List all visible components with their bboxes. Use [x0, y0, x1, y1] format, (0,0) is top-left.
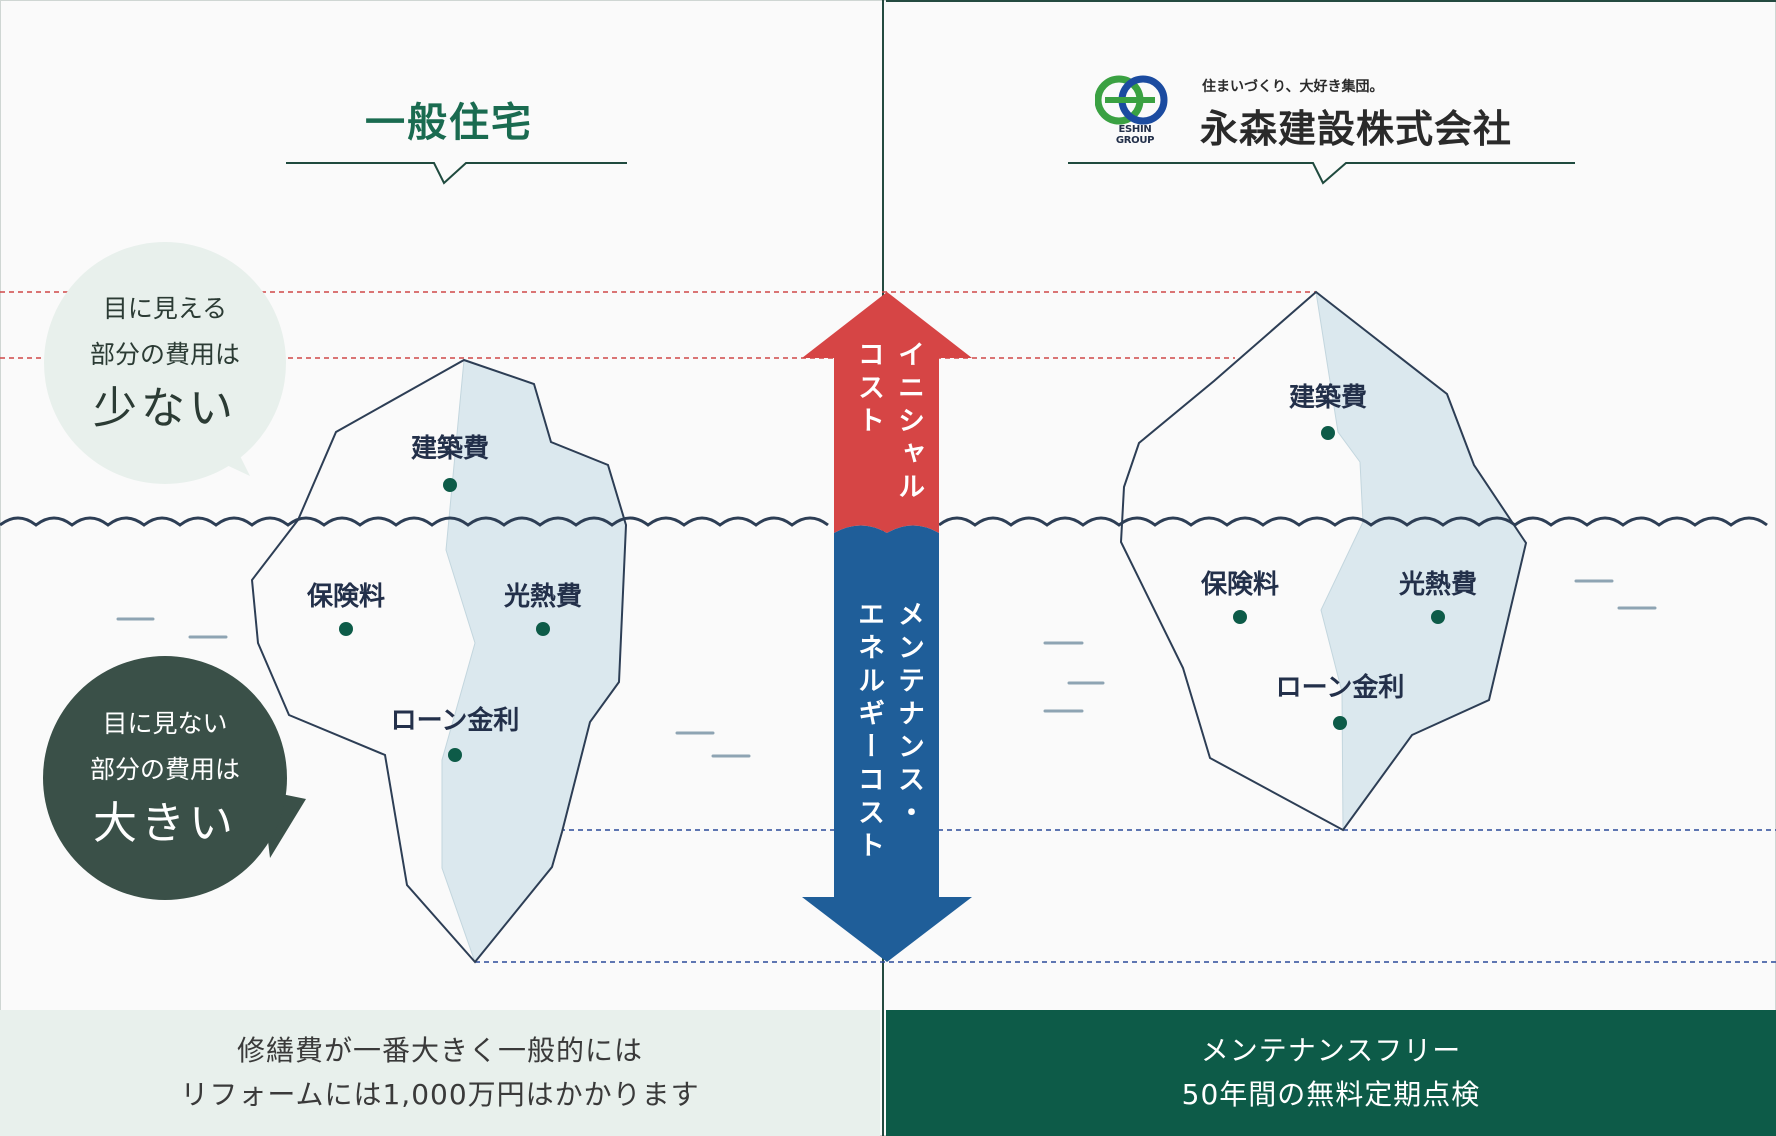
dot-left-insurance [339, 622, 353, 636]
initial-cost-arrow [802, 292, 972, 533]
running-cost-line1: メンテナンス・ [893, 600, 924, 831]
dot-left-utilities [536, 622, 550, 636]
eshin-logo-icon [1094, 74, 1175, 136]
left-heading-underline [286, 162, 627, 185]
running-cost-label: メンテナンス・ エネルギーコスト [848, 600, 928, 864]
label-right-construction: 建築費 [1288, 383, 1368, 413]
company-name: 永森建設株式会社 [1200, 107, 1513, 151]
water-surface-wave [0, 516, 1768, 527]
right-iceberg-outline [1119, 290, 1528, 832]
dot-right-utilities [1431, 610, 1445, 624]
initial-cost-label: イニシャル コスト [848, 340, 928, 505]
bubble-hidden-cost: 目に見ない 部分の費用は 大きい [40, 701, 290, 855]
footer-right-line1: メンテナンスフリー [1200, 1034, 1462, 1067]
footer-left-line2: リフォームには1,000万円はかかります [180, 1078, 700, 1111]
initial-cost-line1: イニシャル [893, 340, 924, 505]
right-iceberg [1119, 290, 1528, 832]
right-heading-underline [1068, 162, 1575, 185]
bubble-visible-line1: 目に見える [102, 294, 228, 323]
bubble-hidden-line1: 目に見ない [102, 709, 228, 738]
footer-eishin: メンテナンスフリー 50年間の無料定期点検 [886, 1010, 1776, 1136]
label-right-utilities: 光熱費 [1398, 570, 1478, 600]
dot-right-insurance [1233, 610, 1247, 624]
logo-group-tag: ESHIN GROUP [1115, 124, 1155, 146]
heading-general-house: 一般住宅 [365, 100, 533, 146]
footer-general-house: 修繕費が一番大きく一般的には リフォームには1,000万円はかかります [0, 1010, 880, 1136]
company-slogan: 住まいづくり、大好き集団。 [1202, 79, 1384, 95]
bubble-hidden-shape [43, 656, 306, 900]
label-left-construction: 建築費 [410, 434, 490, 464]
left-iceberg [250, 358, 628, 964]
label-right-insurance: 保険料 [1200, 570, 1280, 600]
label-right-loan: ローン金利 [1275, 673, 1405, 703]
label-dots [339, 426, 1445, 762]
bubble-hidden-line2: 部分の費用は [89, 755, 240, 784]
dot-right-construction [1321, 426, 1335, 440]
initial-cost-line2: コスト [853, 340, 884, 439]
label-left-utilities: 光熱費 [503, 582, 583, 612]
dot-right-loan [1333, 716, 1347, 730]
running-cost-arrow [802, 525, 972, 962]
bubble-visible-cost: 目に見える 部分の費用は 少ない [40, 286, 290, 440]
label-left-insurance: 保険料 [306, 582, 386, 612]
bubble-visible-shape [44, 242, 286, 484]
water-ripples [116, 579, 1657, 758]
dot-left-construction [443, 478, 457, 492]
label-left-loan: ローン金利 [390, 706, 520, 736]
dot-left-loan [448, 748, 462, 762]
bubble-visible-emphasis: 少ない [93, 383, 237, 434]
footer-right-line2: 50年間の無料定期点検 [1181, 1078, 1481, 1111]
footer-left-line1: 修繕費が一番大きく一般的には [236, 1034, 643, 1067]
left-iceberg-outline [250, 358, 628, 964]
bubble-visible-line2: 部分の費用は [89, 340, 240, 369]
running-cost-line2: エネルギーコスト [853, 600, 884, 864]
bubble-hidden-emphasis: 大きい [93, 798, 237, 849]
